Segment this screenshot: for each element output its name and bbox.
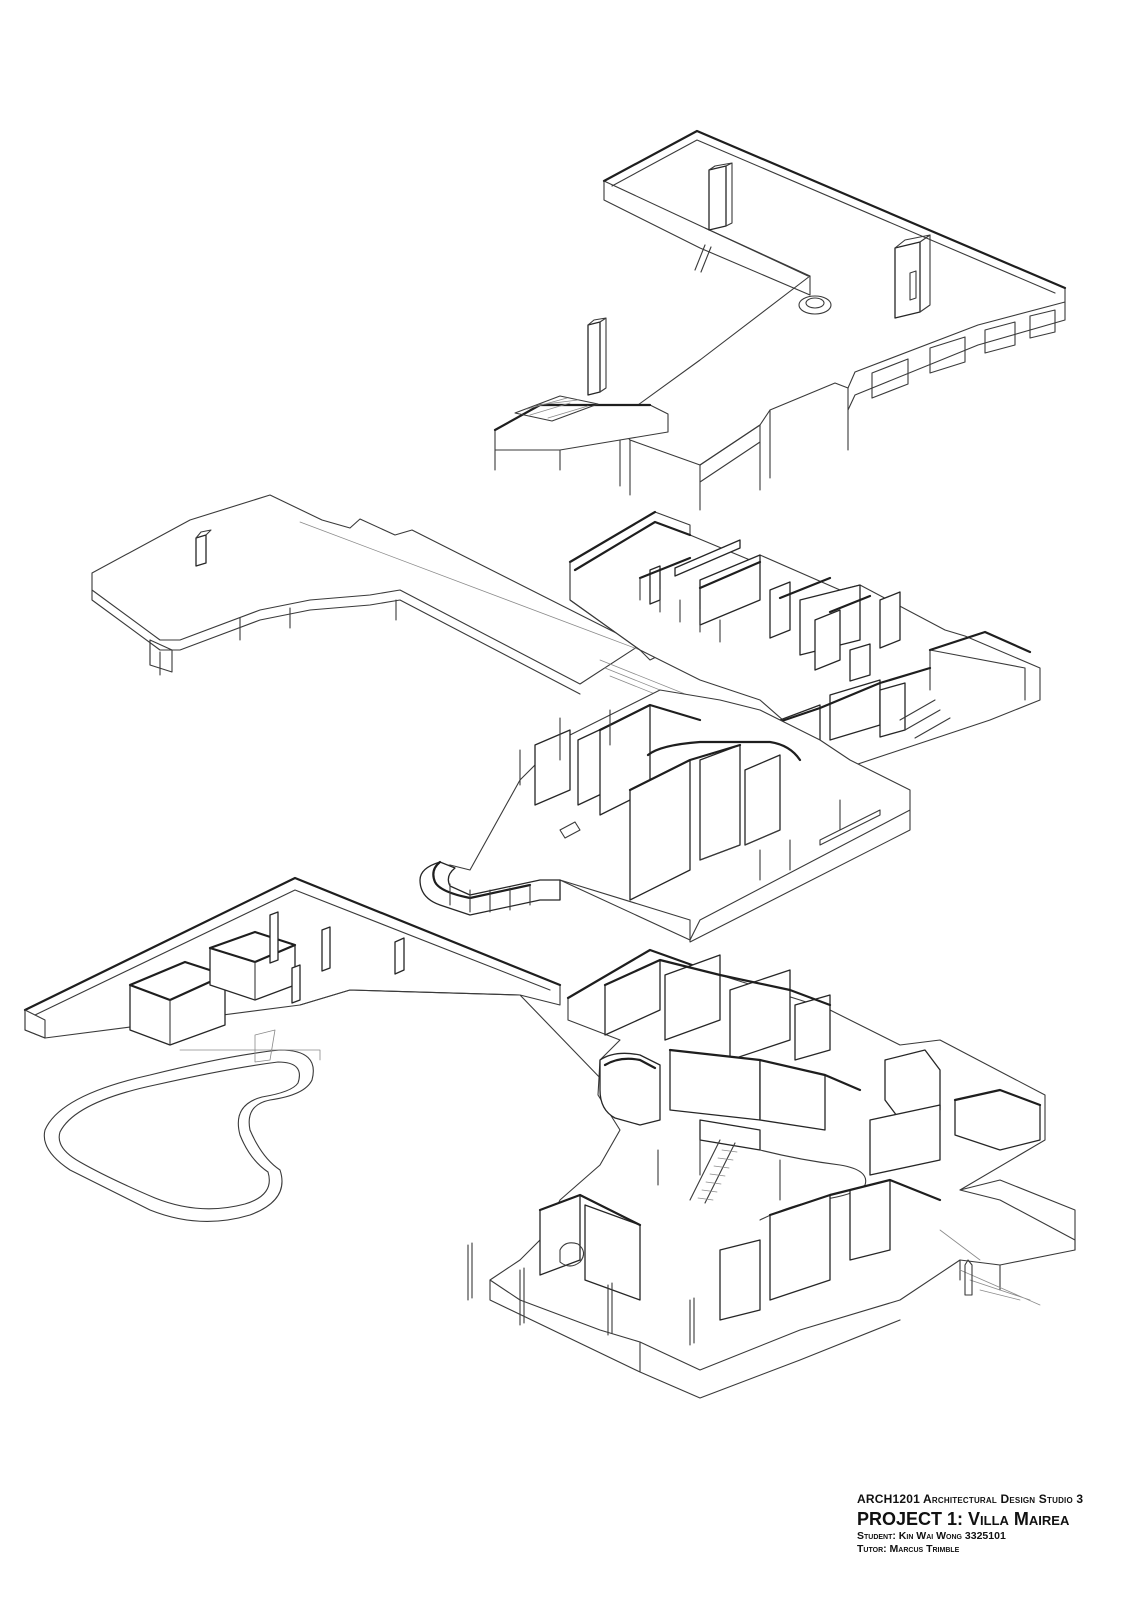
title-block: ARCH1201 Architectural Design Studio 3 P…: [857, 1492, 1127, 1556]
roof-level: [493, 129, 1067, 511]
student-credit: Student: Kin Wai Wong 3325101: [857, 1530, 1006, 1542]
tutor-credit: Tutor: Marcus Trimble: [857, 1543, 960, 1555]
course-title: ARCH1201 Architectural Design Studio 3: [857, 1492, 1084, 1506]
ground-floor-level: [23, 876, 1076, 1399]
upper-floor-level: [91, 494, 1041, 943]
project-title: PROJECT 1: Villa Mairea: [857, 1509, 1070, 1529]
